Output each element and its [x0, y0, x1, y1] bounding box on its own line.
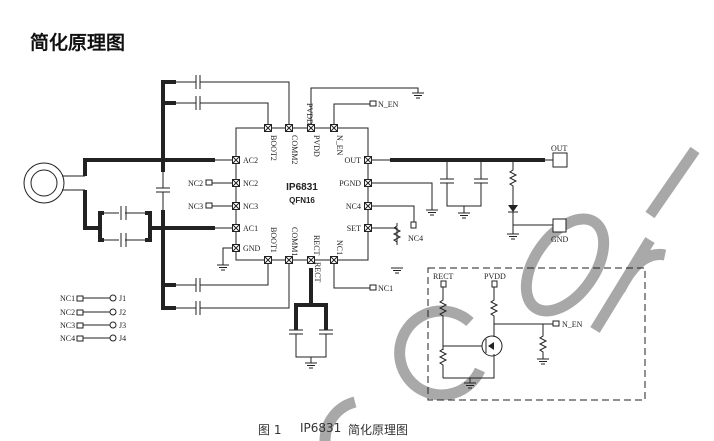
watermark: [319, 146, 700, 441]
pin-nc4: NC4: [346, 202, 361, 211]
net-rect: RECT: [313, 262, 322, 283]
net-nc4: NC4: [408, 234, 423, 243]
inset-circuit: RECT PVDD N_EN: [433, 272, 583, 329]
connectors: [76, 100, 568, 342]
pin-gnd: GND: [243, 244, 261, 253]
jumper-net-4: NC4: [60, 334, 75, 343]
jumper-net-3: NC3: [60, 321, 75, 330]
pin-boot1: BOOT1: [269, 227, 278, 253]
pin-labels: BOOT2 COMM2 PVDD N_EN AC2 NC2 NC3 AC1 GN…: [243, 135, 361, 256]
pin-nc1: NC1: [335, 240, 344, 255]
pin-set: SET: [347, 224, 361, 233]
inset-n-en: N_EN: [562, 320, 583, 329]
inset-pvdd: PVDD: [484, 272, 506, 281]
pin-boot2: BOOT2: [269, 135, 278, 161]
net-n-en: N_EN: [378, 100, 399, 109]
figure-number: 图 1: [258, 423, 282, 437]
pin-out: OUT: [345, 156, 362, 165]
pin-nc3: NC3: [243, 202, 258, 211]
pin-pgnd: PGND: [339, 179, 361, 188]
net-nc1: NC1: [378, 284, 393, 293]
section-heading: 简化原理图: [30, 32, 126, 54]
symbols: [216, 92, 550, 389]
wires: [23, 75, 646, 401]
figure-part: IP6831: [300, 421, 342, 435]
net-nc2: NC2: [188, 179, 203, 188]
jumper-legend: NC1 J1 NC2 J2 NC3 J3 NC4 J4: [60, 294, 126, 343]
jumper-net-2: NC2: [60, 308, 75, 317]
pin-ac1: AC1: [243, 224, 258, 233]
jumper-3: J3: [119, 321, 126, 330]
jumper-2: J2: [119, 308, 126, 317]
pin-pvdd: PVDD: [312, 135, 321, 157]
figure-caption: 简化原理图: [348, 423, 409, 437]
pin-comm1: COMM1: [290, 227, 299, 256]
pin-ac2: AC2: [243, 156, 258, 165]
jumper-1: J1: [119, 294, 126, 303]
net-nc3: NC3: [188, 202, 203, 211]
jumper-net-1: NC1: [60, 294, 75, 303]
chip-name: IP6831: [286, 182, 318, 193]
net-pvdd: PVDD: [305, 103, 314, 125]
pin-n-en: N_EN: [335, 135, 344, 156]
pin-nc2: NC2: [243, 179, 258, 188]
net-out: OUT: [551, 144, 568, 153]
pin-comm2: COMM2: [290, 135, 299, 164]
chip-package: QFN16: [289, 196, 315, 205]
net-labels: PVDD N_EN NC1 NC2 NC3 NC4 RECT OUT GND: [188, 100, 569, 293]
pin-rect: RECT: [312, 235, 321, 256]
inset-rect: RECT: [433, 272, 454, 281]
net-gnd: GND: [551, 235, 569, 244]
jumper-4: J4: [119, 334, 126, 343]
